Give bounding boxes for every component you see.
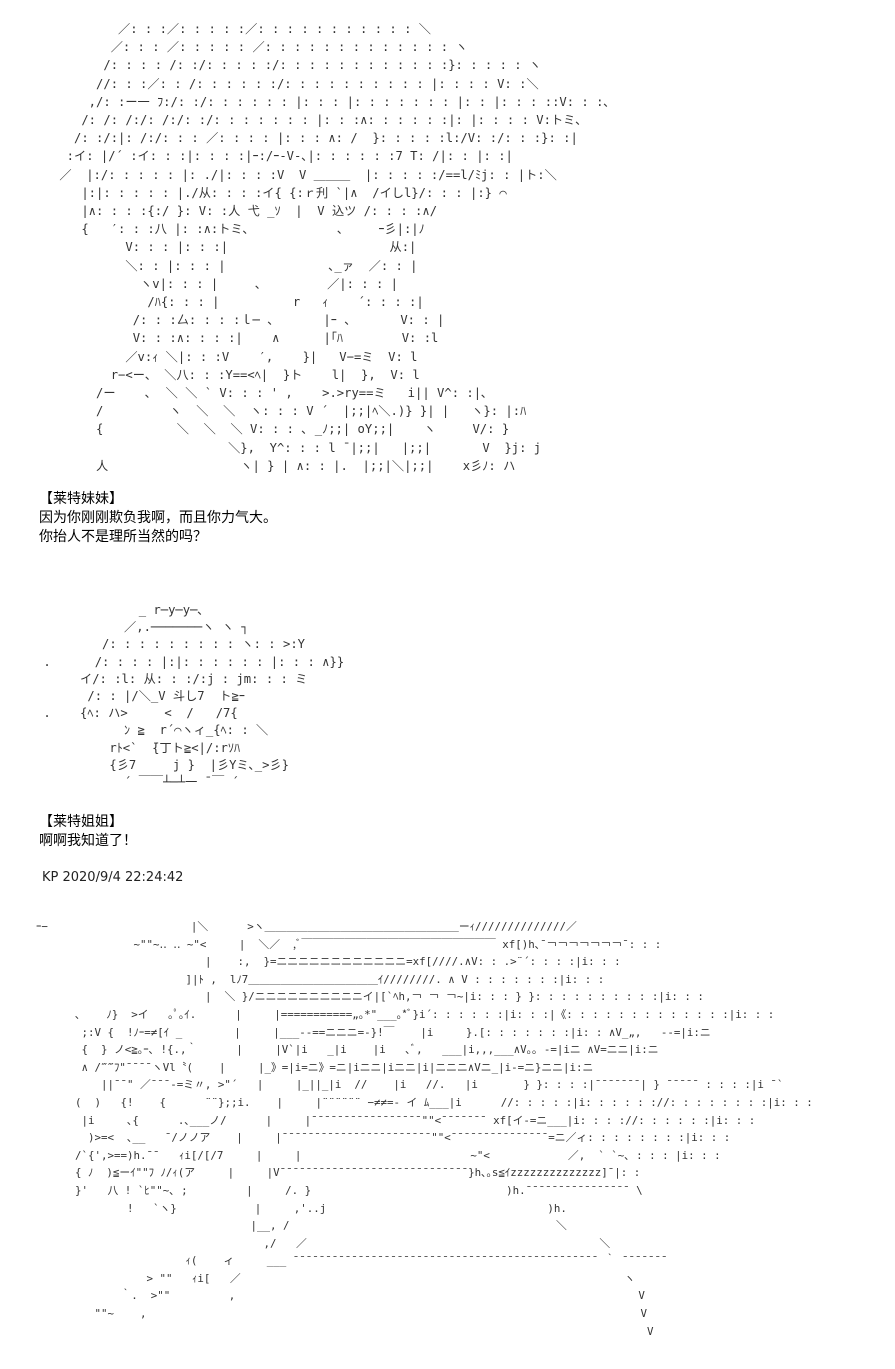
- dialogue-line: 因为你刚刚欺负我啊，而且你力气大。: [39, 510, 277, 526]
- speaker-name: 【莱特姐姐】: [39, 814, 123, 830]
- dialogue-line: 啊啊我知道了！: [39, 833, 137, 849]
- speaker-name: 【莱特妹妹】: [39, 491, 123, 507]
- dialogue-block-sister: 【莱特妹妹】 因为你刚刚欺负我啊，而且你力气大。 你抬人不是理所当然的吗？: [39, 490, 277, 547]
- ascii-art-scene-structure: ｰ− |＼ >ヽ＿＿＿＿＿＿＿＿＿＿＿＿＿＿＿＿＿＿ーｨ////////////…: [36, 920, 813, 1338]
- ascii-art-small-character: _ r─y─y─､ ／,.───────ヽ ヽ ┐ /: : : : : : :…: [43, 603, 345, 790]
- post-author-timestamp: KP 2020/9/4 22:24:42: [42, 870, 184, 885]
- ascii-art-character-portrait: ／: : :／: : : : :／: : : : : : : : : : : ＼…: [59, 22, 610, 473]
- dialogue-line: 你抬人不是理所当然的吗？: [39, 529, 207, 545]
- dialogue-block-elder-sister: 【莱特姐姐】 啊啊我知道了！: [39, 813, 137, 851]
